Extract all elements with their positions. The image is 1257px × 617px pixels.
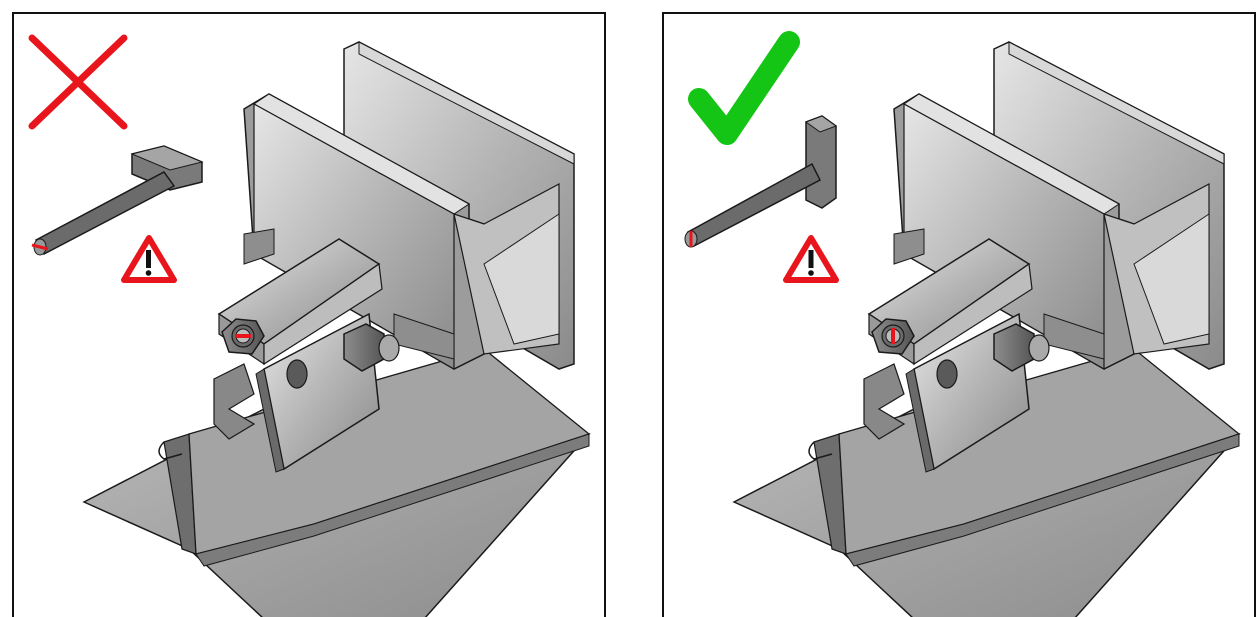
check-icon [688, 31, 800, 145]
cross-icon [28, 34, 128, 130]
panel-correct [662, 12, 1256, 617]
t-bolt-icon [31, 145, 204, 256]
warning-triangle-icon [783, 235, 839, 283]
assembly-illustration-incorrect [28, 34, 606, 617]
panel-incorrect [12, 12, 606, 617]
assembly-illustration-correct [684, 31, 1256, 617]
warning-triangle-icon [121, 235, 177, 283]
t-bolt-icon [684, 115, 838, 248]
